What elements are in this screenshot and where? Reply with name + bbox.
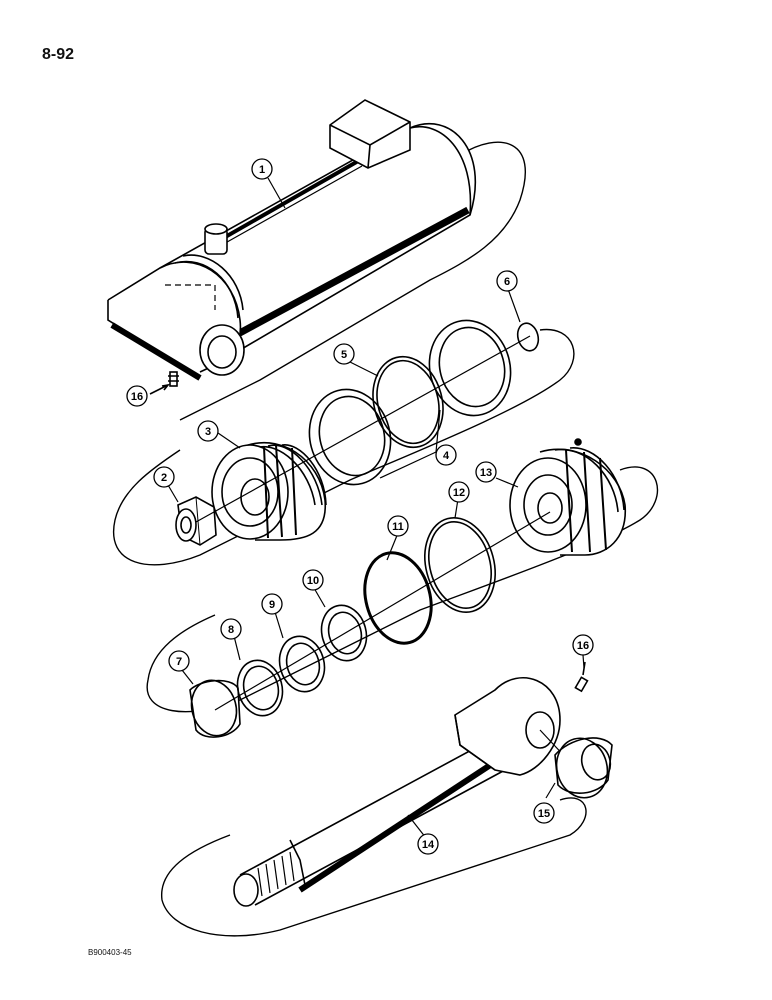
piston-rod (233, 677, 561, 907)
svg-text:11: 11 (392, 521, 404, 533)
lock-nut (175, 496, 217, 546)
svg-text:14: 14 (422, 839, 435, 851)
callout-4: 4 (435, 444, 457, 466)
callout-2: 2 (153, 466, 175, 488)
centerline-piston (195, 335, 531, 523)
grease-fitting-lower (574, 661, 589, 693)
grease-fitting-upper (149, 371, 179, 395)
cylinder-head (509, 438, 626, 556)
svg-text:5: 5 (341, 349, 347, 361)
svg-text:3: 3 (205, 426, 211, 438)
svg-text:6: 6 (504, 276, 510, 288)
callout-16-upper: 16 (126, 385, 148, 407)
svg-text:16: 16 (577, 640, 589, 652)
callout-8: 8 (220, 618, 242, 640)
leader-lines (167, 177, 585, 839)
rod-eye-bushing (554, 737, 613, 799)
svg-text:10: 10 (307, 575, 319, 587)
callouts: 1 2 3 4 5 6 7 8 (126, 158, 594, 855)
callout-6: 6 (496, 270, 518, 292)
gland-seals (189, 517, 496, 738)
svg-text:13: 13 (480, 467, 492, 479)
callout-16-lower: 16 (572, 634, 594, 656)
callout-14: 14 (417, 833, 439, 855)
svg-text:1: 1 (259, 164, 265, 176)
svg-text:16: 16 (131, 391, 143, 403)
piston (211, 442, 327, 541)
centerline-gland (214, 511, 551, 711)
svg-text:4: 4 (443, 450, 450, 462)
callout-7: 7 (168, 650, 190, 672)
callout-13: 13 (475, 461, 497, 483)
callout-9: 9 (261, 593, 283, 615)
svg-text:8: 8 (228, 624, 234, 636)
callout-1: 1 (251, 158, 273, 180)
cylinder-barrel (107, 99, 476, 381)
callout-3: 3 (197, 420, 219, 442)
svg-text:7: 7 (176, 656, 182, 668)
callout-11: 11 (387, 515, 409, 537)
piston-seal-rings (308, 319, 540, 486)
svg-text:12: 12 (453, 487, 465, 499)
figure-id: B900403-45 (88, 948, 132, 957)
callout-5: 5 (333, 343, 355, 365)
svg-text:15: 15 (538, 808, 550, 820)
callout-15: 15 (533, 802, 555, 824)
page-number: 8-92 (42, 46, 75, 63)
svg-text:9: 9 (269, 599, 275, 611)
callout-12: 12 (448, 481, 470, 503)
svg-text:2: 2 (161, 472, 167, 484)
callout-10: 10 (302, 569, 324, 591)
assembly-outline (112, 141, 659, 937)
